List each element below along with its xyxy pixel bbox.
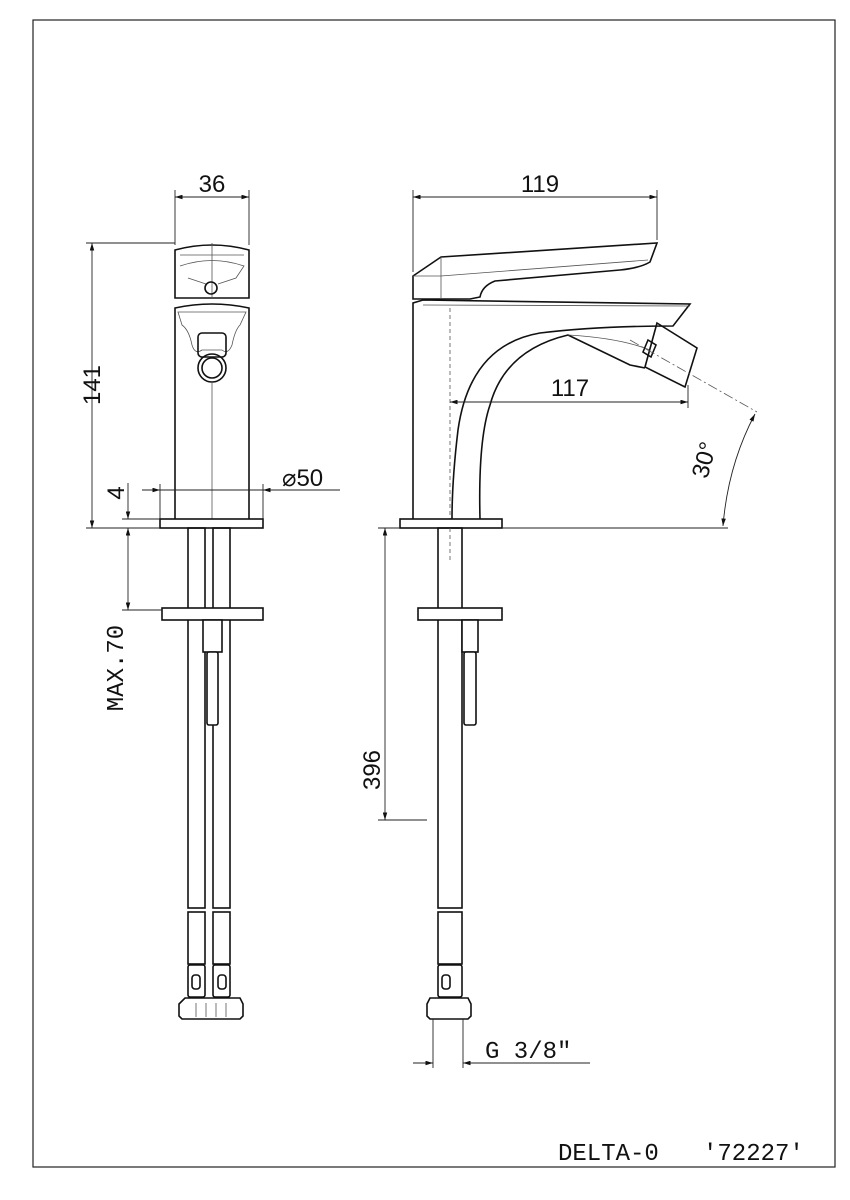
drawing-frame	[32, 19, 836, 1168]
handle-screw	[204, 281, 218, 295]
dim-spray-angle: 30°	[687, 439, 722, 481]
hose-nut	[178, 997, 244, 1020]
side-hose-nut	[426, 997, 472, 1020]
front-body	[174, 303, 250, 519]
side-lever	[412, 242, 659, 300]
side-spout	[412, 299, 692, 520]
mounting-plate	[161, 607, 264, 621]
dim-max-deck: MAX.70	[104, 625, 131, 711]
dim-hose-length: 396	[359, 750, 386, 790]
side-hose	[437, 527, 463, 909]
model-code: '72227'	[703, 1141, 804, 1168]
dim-base-thickness: 4	[103, 486, 130, 499]
side-base-plate	[399, 518, 503, 529]
dim-connection-thread: G 3/8"	[485, 1039, 571, 1066]
model-name: DELTA-0	[558, 1141, 659, 1168]
dim-reach-spout: 117	[551, 375, 589, 402]
dim-base-diameter: ⌀50	[282, 465, 323, 492]
threaded-rod	[206, 651, 219, 726]
side-mounting-plate	[417, 607, 503, 621]
side-view	[399, 242, 758, 1020]
dim-height-total: 141	[79, 365, 106, 405]
front-view	[159, 243, 264, 1020]
bidet-nozzle	[644, 321, 698, 389]
front-handle	[174, 244, 250, 299]
front-base-plate	[159, 518, 264, 529]
front-dimensions: 36 141 4 MAX.70 ⌀50	[79, 171, 340, 711]
hose-left	[187, 527, 206, 909]
dim-width-front: 36	[199, 171, 226, 198]
dim-reach-handle: 119	[521, 171, 559, 198]
title-block: DELTA-0 '72227'	[558, 1141, 804, 1168]
